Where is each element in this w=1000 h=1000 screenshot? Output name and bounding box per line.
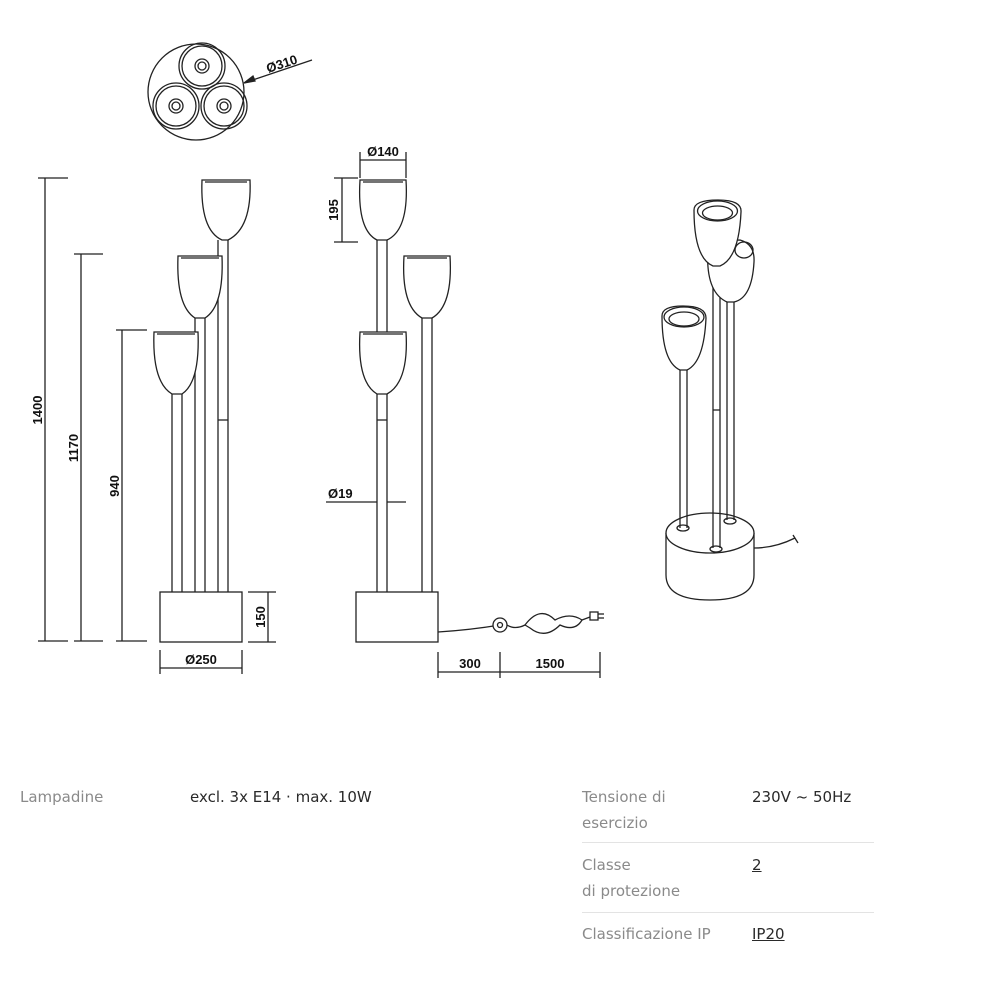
spec-value-bulbs: excl. 3x E14 · max. 10W [190,788,372,806]
dim-cable-length: 1500 [536,656,565,671]
spec-label-bulbs: Lampadine [20,788,104,806]
perspective-view [661,199,799,601]
specs-table: Lampadine excl. 3x E14 · max. 10W Tensio… [0,780,1000,1000]
top-view [147,42,313,141]
dim-base-diameter: Ø250 [185,652,217,667]
technical-drawing: Ø310 1400 1170 940 150 Ø250 Ø140 195 Ø19… [30,42,799,678]
side-view [326,152,604,678]
spec-label-protection-line2: di protezione [582,882,681,900]
spec-value-voltage: 230V ~ 50Hz [752,788,852,806]
dim-height-low: 940 [107,475,122,497]
spec-divider [582,912,874,913]
spec-label-voltage-line1: Tensione di [582,788,666,806]
spec-label-protection-line1: Classe [582,856,631,874]
dim-shade-diameter: Ø140 [367,144,399,159]
spec-value-ip-link[interactable]: IP20 [752,925,785,943]
dim-cable-to-switch: 300 [459,656,481,671]
spec-label-voltage: Tensione di esercizio [582,784,666,836]
dim-base-height: 150 [253,606,268,628]
dim-stem-diameter: Ø19 [328,486,353,501]
spec-divider [582,842,874,843]
dim-shade-height: 195 [326,199,341,221]
spec-label-voltage-line2: esercizio [582,814,648,832]
front-view [38,177,276,674]
dim-height-total: 1400 [30,396,45,425]
spec-label-protection: Classe di protezione [582,852,680,904]
spec-value-protection-link[interactable]: 2 [752,856,762,874]
dim-top-diameter: Ø310 [264,52,299,76]
spec-label-ip: Classificazione IP [582,925,711,943]
dim-height-mid: 1170 [66,434,81,462]
